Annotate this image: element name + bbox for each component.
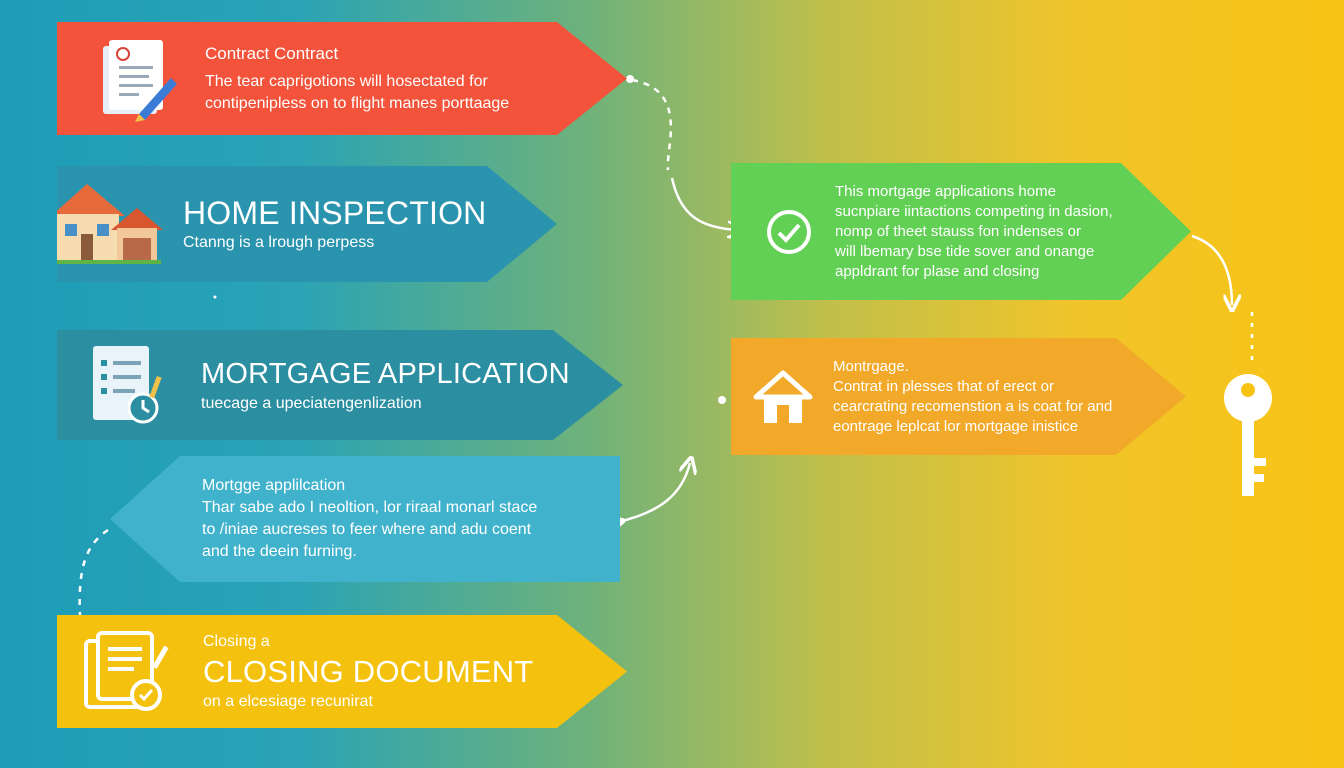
step-closing-document: Closing a CLOSING DOCUMENT on a elcesiag… (57, 615, 627, 728)
checklist-document-icon (69, 340, 179, 430)
closing-document-icon (71, 627, 181, 717)
contract-line-2: contipenipless on to flight manes portta… (205, 94, 510, 112)
step-mortgage-application: MORTGAGE APPLICATION tuecage a upeciaten… (57, 330, 623, 440)
orange-line-3: eontrage leplcat lor mortgage inistice (833, 417, 1079, 435)
contract-line-1: The tear caprigotions will hosectated fo… (205, 72, 488, 90)
connector-contract-to-green (631, 78, 673, 171)
step-green: This mortgage applications home sucnpiar… (731, 163, 1191, 300)
step-contract: Contract Contract The tear caprigotions … (57, 22, 627, 135)
orange-line-2: cearcrating recomenstion a is coat for a… (833, 397, 1113, 415)
mortgage-left-line-1: Thar sabe ado I neoltion, lor riraal mon… (202, 499, 538, 516)
house-icon (37, 174, 177, 274)
contract-document-icon (85, 34, 195, 124)
step-orange: Montrgage. Contrat in plesses that of er… (731, 338, 1186, 455)
home-inspection-title: HOME INSPECTION (183, 195, 487, 231)
green-line-4: will lbemary bse tide sover and onange (835, 242, 1095, 260)
connector-left-dashed (78, 528, 109, 616)
orange-line-1: Contrat in plesses that of erect or (833, 377, 1054, 395)
mortgage-left-title: Mortgge applilcation (202, 477, 346, 494)
mortgage-application-subtitle: tuecage a upeciatengenlization (201, 395, 422, 412)
step-home-inspection: HOME INSPECTION Ctanng is a lrough perpe… (57, 166, 557, 282)
green-line-5: appldrant for plase and closing (835, 262, 1040, 280)
step-mortgage-left: Mortgge applilcation Thar sabe ado I neo… (110, 456, 620, 582)
green-line-1: This mortgage applications home (835, 182, 1056, 200)
closing-subtitle: on a elcesiage recunirat (203, 692, 373, 710)
connector-double-arrow (618, 463, 690, 522)
connector-arrow-to-green (670, 177, 738, 230)
connector-dot-3 (213, 295, 217, 299)
contract-title: Contract Contract (205, 43, 339, 63)
green-line-3: nomp of theet stauss fon indenses or (835, 222, 1081, 240)
home-icon (751, 369, 815, 425)
connector-green-to-key (1191, 234, 1232, 305)
check-circle-icon (759, 207, 819, 257)
orange-title: Montrgage. (833, 357, 909, 375)
mortgage-left-line-3: and the deein furning. (202, 543, 357, 560)
connector-dot-1 (626, 75, 634, 83)
connector-dot-2 (718, 396, 726, 404)
closing-pretitle: Closing a (203, 632, 270, 650)
home-inspection-subtitle: Ctanng is a lrough perpess (183, 234, 375, 251)
green-line-2: sucnpiare iintactions competing in dasio… (835, 202, 1113, 220)
key-icon (1218, 370, 1278, 500)
mortgage-left-line-2: to /iniae aucreses to feer where and adu… (202, 521, 532, 538)
closing-title: CLOSING DOCUMENT (203, 653, 534, 689)
mortgage-application-title: MORTGAGE APPLICATION (201, 358, 570, 390)
